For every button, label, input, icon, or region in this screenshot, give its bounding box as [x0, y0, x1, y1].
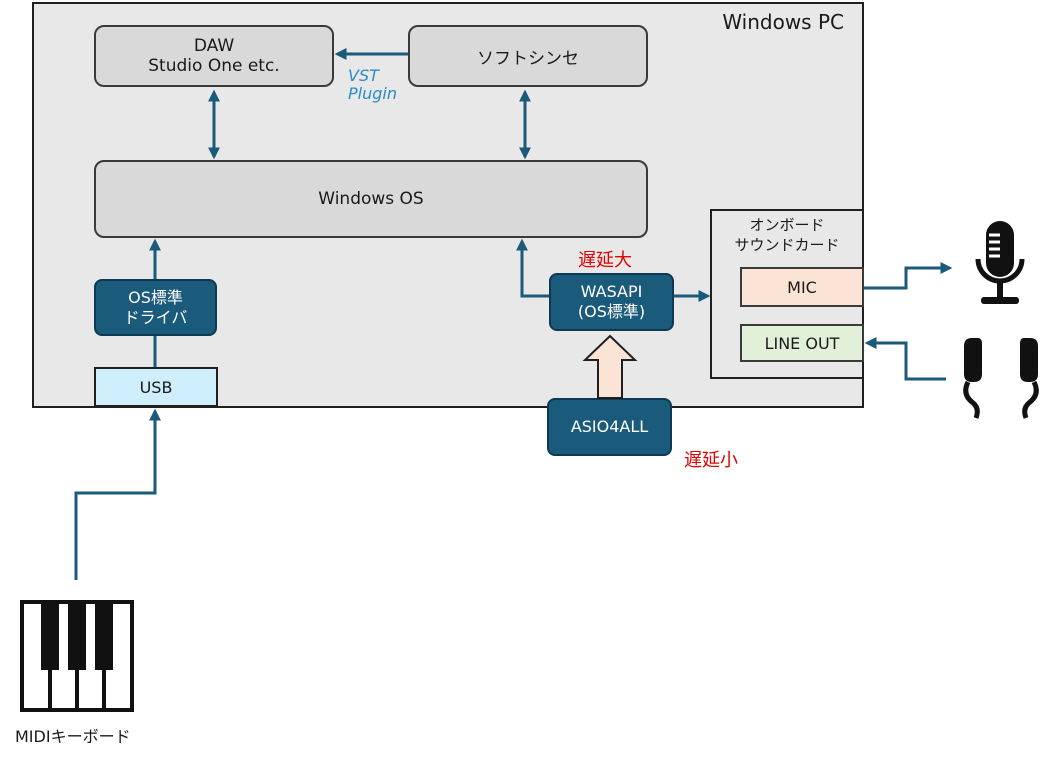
mic-port: MIC — [740, 267, 864, 307]
windows-os-box: Windows OS — [94, 160, 648, 238]
mic-label: MIC — [787, 277, 817, 297]
usb-label: USB — [139, 377, 173, 397]
daw-label: DAW Studio One etc. — [148, 36, 280, 76]
wasapi-label: WASAPI (OS標準) — [577, 282, 646, 321]
soft-synth-box: ソフトシンセ — [408, 25, 648, 87]
microphone-icon — [975, 221, 1025, 304]
wasapi-os-arrow — [516, 238, 549, 298]
lineout-in-arrow — [864, 337, 946, 381]
asio4all-label: ASIO4ALL — [570, 417, 649, 436]
windows-os-label: Windows OS — [318, 189, 424, 209]
wasapi-box: WASAPI (OS標準) — [549, 273, 674, 331]
mic-out-arrow — [864, 262, 953, 290]
sound-card-title: オンボード サウンドカード — [734, 216, 840, 254]
earphones-icon — [963, 338, 1039, 419]
latency-low-label: 遅延小 — [684, 450, 738, 471]
asio-block-arrow — [582, 334, 638, 399]
keyboard-usb-arrow — [74, 408, 161, 580]
soft-synth-label: ソフトシンセ — [477, 48, 579, 69]
os-driver-box: OS標準 ドライバ — [94, 279, 217, 336]
pc-title: Windows PC — [722, 10, 844, 34]
line-out-port: LINE OUT — [740, 324, 864, 362]
latency-high-label: 遅延大 — [578, 250, 632, 271]
piano-keyboard-icon — [20, 600, 134, 712]
asio4all-box: ASIO4ALL — [547, 398, 672, 456]
line-out-label: LINE OUT — [764, 333, 840, 353]
usb-box: USB — [94, 367, 218, 407]
vst-plugin-label: VST Plugin — [348, 66, 397, 104]
daw-box: DAW Studio One etc. — [94, 25, 334, 87]
os-driver-label: OS標準 ドライバ — [123, 287, 188, 327]
midi-keyboard-label: MIDIキーボード — [15, 727, 131, 746]
